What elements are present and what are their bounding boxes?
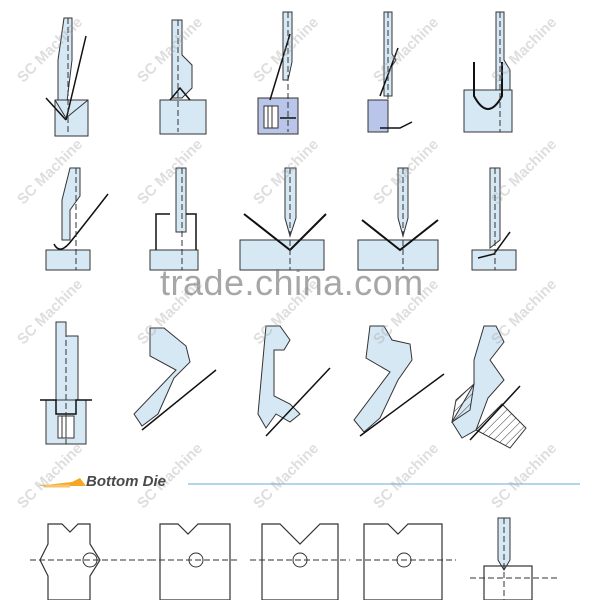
center-watermark: trade.china.com (160, 262, 424, 303)
punch-diagram-gooseneck-2 (133, 327, 217, 431)
punch-diagram-hook-1 (45, 167, 109, 271)
punch-diagram-v-die-2 (357, 167, 439, 271)
punch-diagram-gooseneck-4 (353, 325, 445, 437)
punch-diagram-acute (471, 167, 517, 271)
punch-diagram-spring-die (257, 11, 299, 135)
punch-diagram-narrow-box (149, 167, 199, 271)
bottom-die-multi-v-1 (30, 523, 150, 600)
punch-diagram-hemming (40, 321, 92, 445)
bottom-die-multi-v-3 (250, 523, 350, 600)
bottom-die-with-punch (470, 517, 560, 600)
punch-diagram-gooseneck-3 (257, 325, 331, 437)
punch-diagram-straight-1 (45, 17, 89, 137)
punch-diagram-hatched (451, 325, 527, 449)
punch-diagram-u-channel (463, 11, 513, 133)
punch-diagram-v-die-1 (239, 167, 327, 271)
punch-diagram-gooseneck-1 (159, 19, 207, 135)
bottom-die-header-graphic (36, 478, 580, 488)
section-title-bottom-die: Bottom Die (86, 473, 166, 490)
bottom-die-multi-v-4 (356, 523, 456, 600)
punch-diagram-offset (367, 11, 413, 133)
bottom-die-multi-v-2 (150, 523, 240, 600)
